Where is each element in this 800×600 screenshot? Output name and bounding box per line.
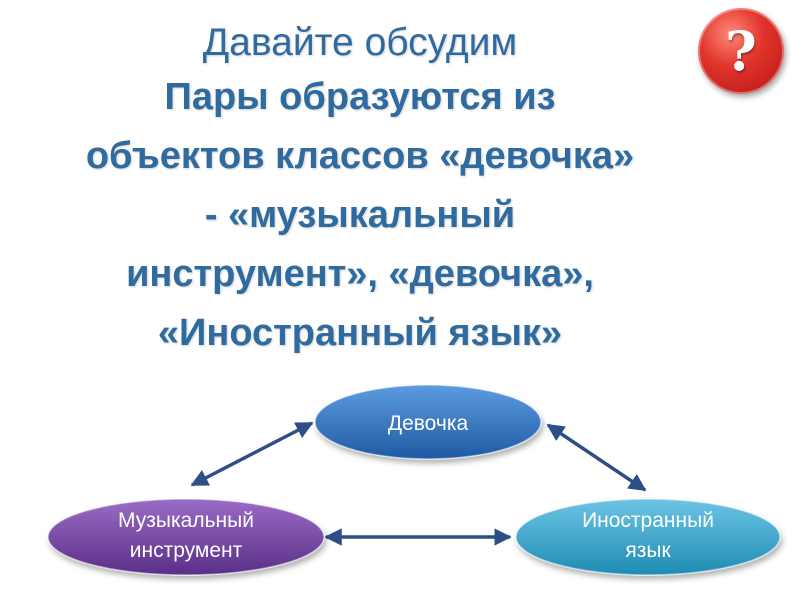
node-instrument-label-line-2: инструмент bbox=[130, 539, 243, 562]
slide-text: Давайте обсудим Пары образуются из объек… bbox=[0, 18, 720, 363]
body-line-3: - «музыкальный bbox=[204, 194, 516, 236]
body-line-2: объектов классов «девочка» bbox=[85, 135, 635, 177]
help-button[interactable]: ? bbox=[698, 8, 784, 94]
connection-instrument-girl bbox=[190, 421, 314, 487]
node-girl-label: Девочка bbox=[388, 412, 469, 435]
slide-title: Давайте обсудим bbox=[202, 21, 518, 64]
node-girl: Девочка bbox=[314, 384, 542, 460]
node-instrument: Музыкальный инструмент bbox=[47, 498, 325, 576]
body-line-4: инструмент», «девочка», bbox=[126, 253, 594, 295]
body-line-1: Пары образуются из bbox=[164, 76, 556, 118]
question-mark-icon: ? bbox=[725, 19, 757, 83]
body-line-5: «Иностранный язык» bbox=[157, 312, 563, 354]
connection-girl-language bbox=[546, 423, 647, 492]
node-language: Иностранный язык bbox=[515, 498, 781, 576]
node-language-label-line-1: Иностранный bbox=[582, 509, 714, 532]
node-instrument-label-line-1: Музыкальный bbox=[118, 509, 254, 532]
node-language-label-line-2: язык bbox=[625, 539, 671, 562]
